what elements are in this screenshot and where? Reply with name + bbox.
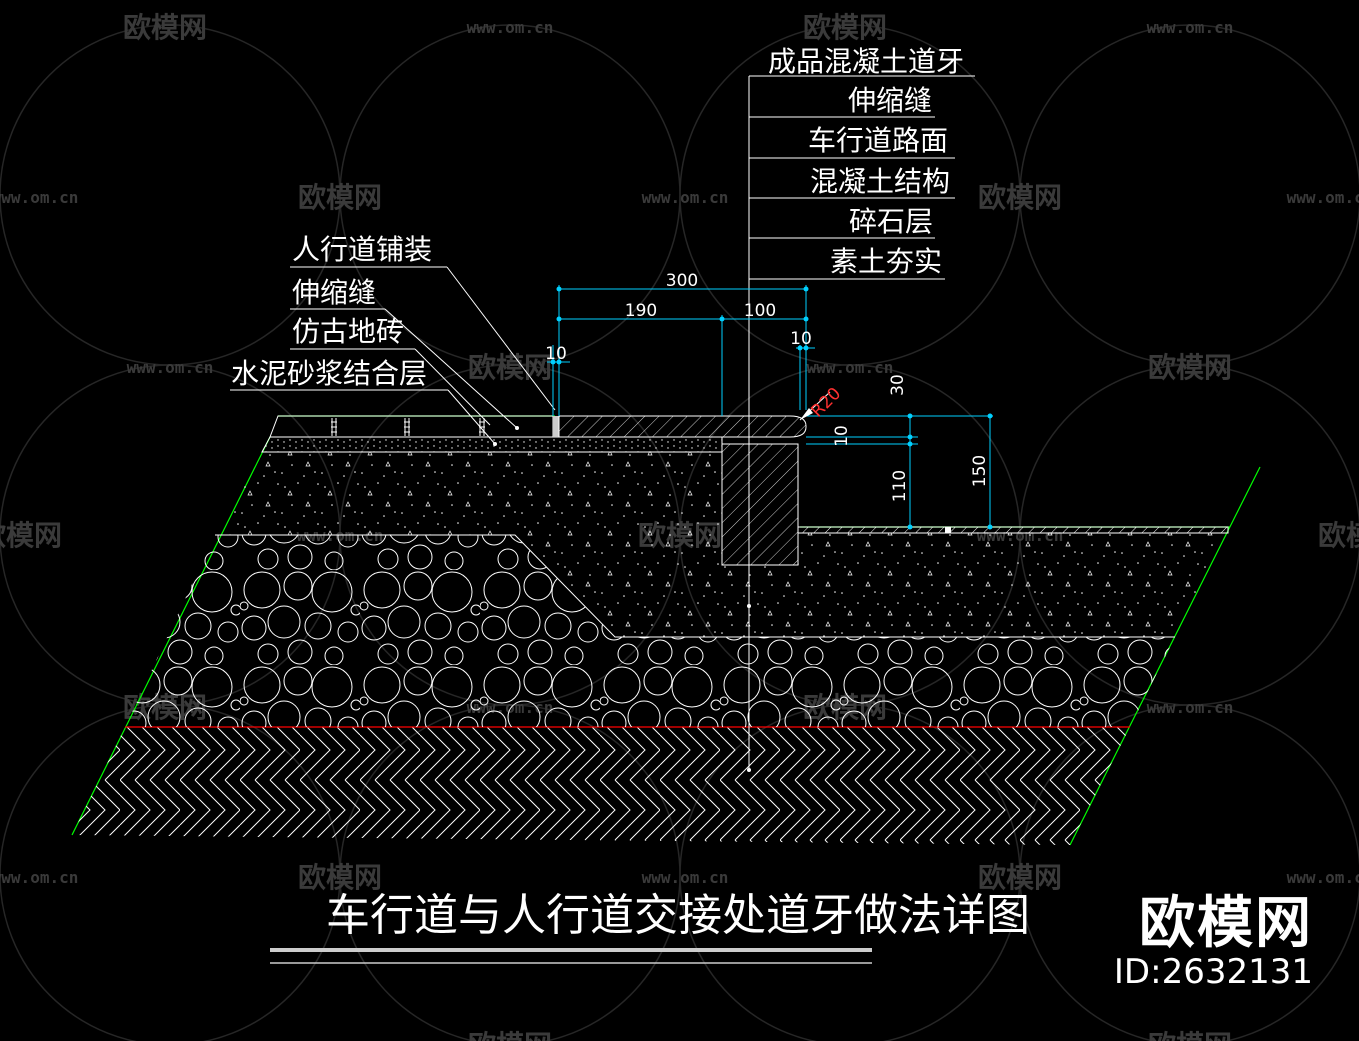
- watermark-brand: 欧模网: [298, 181, 382, 214]
- radius-arrow: [800, 408, 813, 420]
- leader-dots: [493, 426, 751, 772]
- road-expansion-joint: [945, 527, 951, 533]
- label-expansion-joint-sidewalk: 伸缩缝: [292, 276, 376, 309]
- road-surface: [797, 526, 1229, 534]
- label-sidewalk-paving: 人行道铺装: [292, 233, 432, 266]
- watermark-url: www.om.cn: [642, 868, 729, 887]
- dim-300: 300: [666, 271, 698, 291]
- label-precast-curb: 成品混凝土道牙: [768, 45, 964, 78]
- watermark-url: www.om.cn: [642, 188, 729, 207]
- watermark-url: www.om.cn: [0, 868, 78, 887]
- watermark-brand: 欧模网: [1148, 1029, 1232, 1041]
- label-mortar-bed: 水泥砂浆结合层: [231, 357, 427, 390]
- dim-30: 30: [888, 374, 908, 396]
- watermark-brand: 欧模网: [803, 11, 887, 44]
- watermark-brand: 欧模网: [978, 181, 1062, 214]
- watermark-brand: 欧模网: [978, 861, 1062, 894]
- watermark-brand: 欧模网: [123, 11, 207, 44]
- brand-overlay: 欧模网 ID:2632131: [1113, 891, 1313, 992]
- dim-100: 100: [744, 301, 776, 321]
- dimension-ticks: [550, 286, 993, 530]
- brand-id: ID:2632131: [1113, 951, 1313, 992]
- leader-lines: [230, 75, 975, 770]
- brand-name: 欧模网: [1139, 891, 1313, 956]
- watermark-url: www.om.cn: [467, 18, 554, 37]
- watermark-brand: 欧模网: [0, 519, 62, 552]
- watermark-url: www.om.cn: [127, 358, 214, 377]
- watermark-url: www.om.cn: [1147, 18, 1234, 37]
- drawing-title: 车行道与人行道交接处道牙做法详图: [326, 890, 1030, 941]
- dim-110: 110: [890, 470, 910, 502]
- watermark-url: www.om.cn: [807, 358, 894, 377]
- watermark-brand: 欧模网: [1318, 519, 1359, 552]
- precast-curb: [558, 415, 807, 438]
- watermark-url: www.om.cn: [1287, 868, 1359, 887]
- label-antique-tile: 仿古地砖: [292, 315, 404, 348]
- label-concrete-structure: 混凝土结构: [810, 165, 950, 198]
- watermark-url: www.om.cn: [1147, 698, 1234, 717]
- sidewalk-expansion-joint: [553, 416, 559, 437]
- mortar-bed: [261, 436, 723, 453]
- label-gravel: 碎石层: [849, 205, 933, 238]
- watermark-brand: 欧模网: [468, 351, 552, 384]
- dim-150: 150: [970, 455, 990, 487]
- watermark-url: www.om.cn: [1287, 188, 1359, 207]
- watermark-url: www.om.cn: [0, 188, 78, 207]
- gravel-layer: [125, 535, 1175, 727]
- sidewalk-concrete: [215, 452, 722, 535]
- road-concrete: [515, 533, 1228, 637]
- dim-gap-right: 10: [790, 329, 812, 349]
- label-compacted-soil: 素土夯实: [830, 245, 942, 278]
- label-road-surface: 车行道路面: [808, 124, 948, 157]
- watermark-brand: 欧模网: [298, 861, 382, 894]
- watermark-brand: 欧模网: [1148, 351, 1232, 384]
- dim-gap-left: 10: [545, 344, 567, 364]
- label-expansion-joint-road: 伸缩缝: [848, 84, 932, 117]
- watermark-brand: 欧模网: [468, 1029, 552, 1041]
- subgrade-hatch: [72, 727, 1130, 845]
- dim-190: 190: [625, 301, 657, 321]
- curb-footing: [721, 443, 799, 566]
- dim-10: 10: [832, 425, 852, 447]
